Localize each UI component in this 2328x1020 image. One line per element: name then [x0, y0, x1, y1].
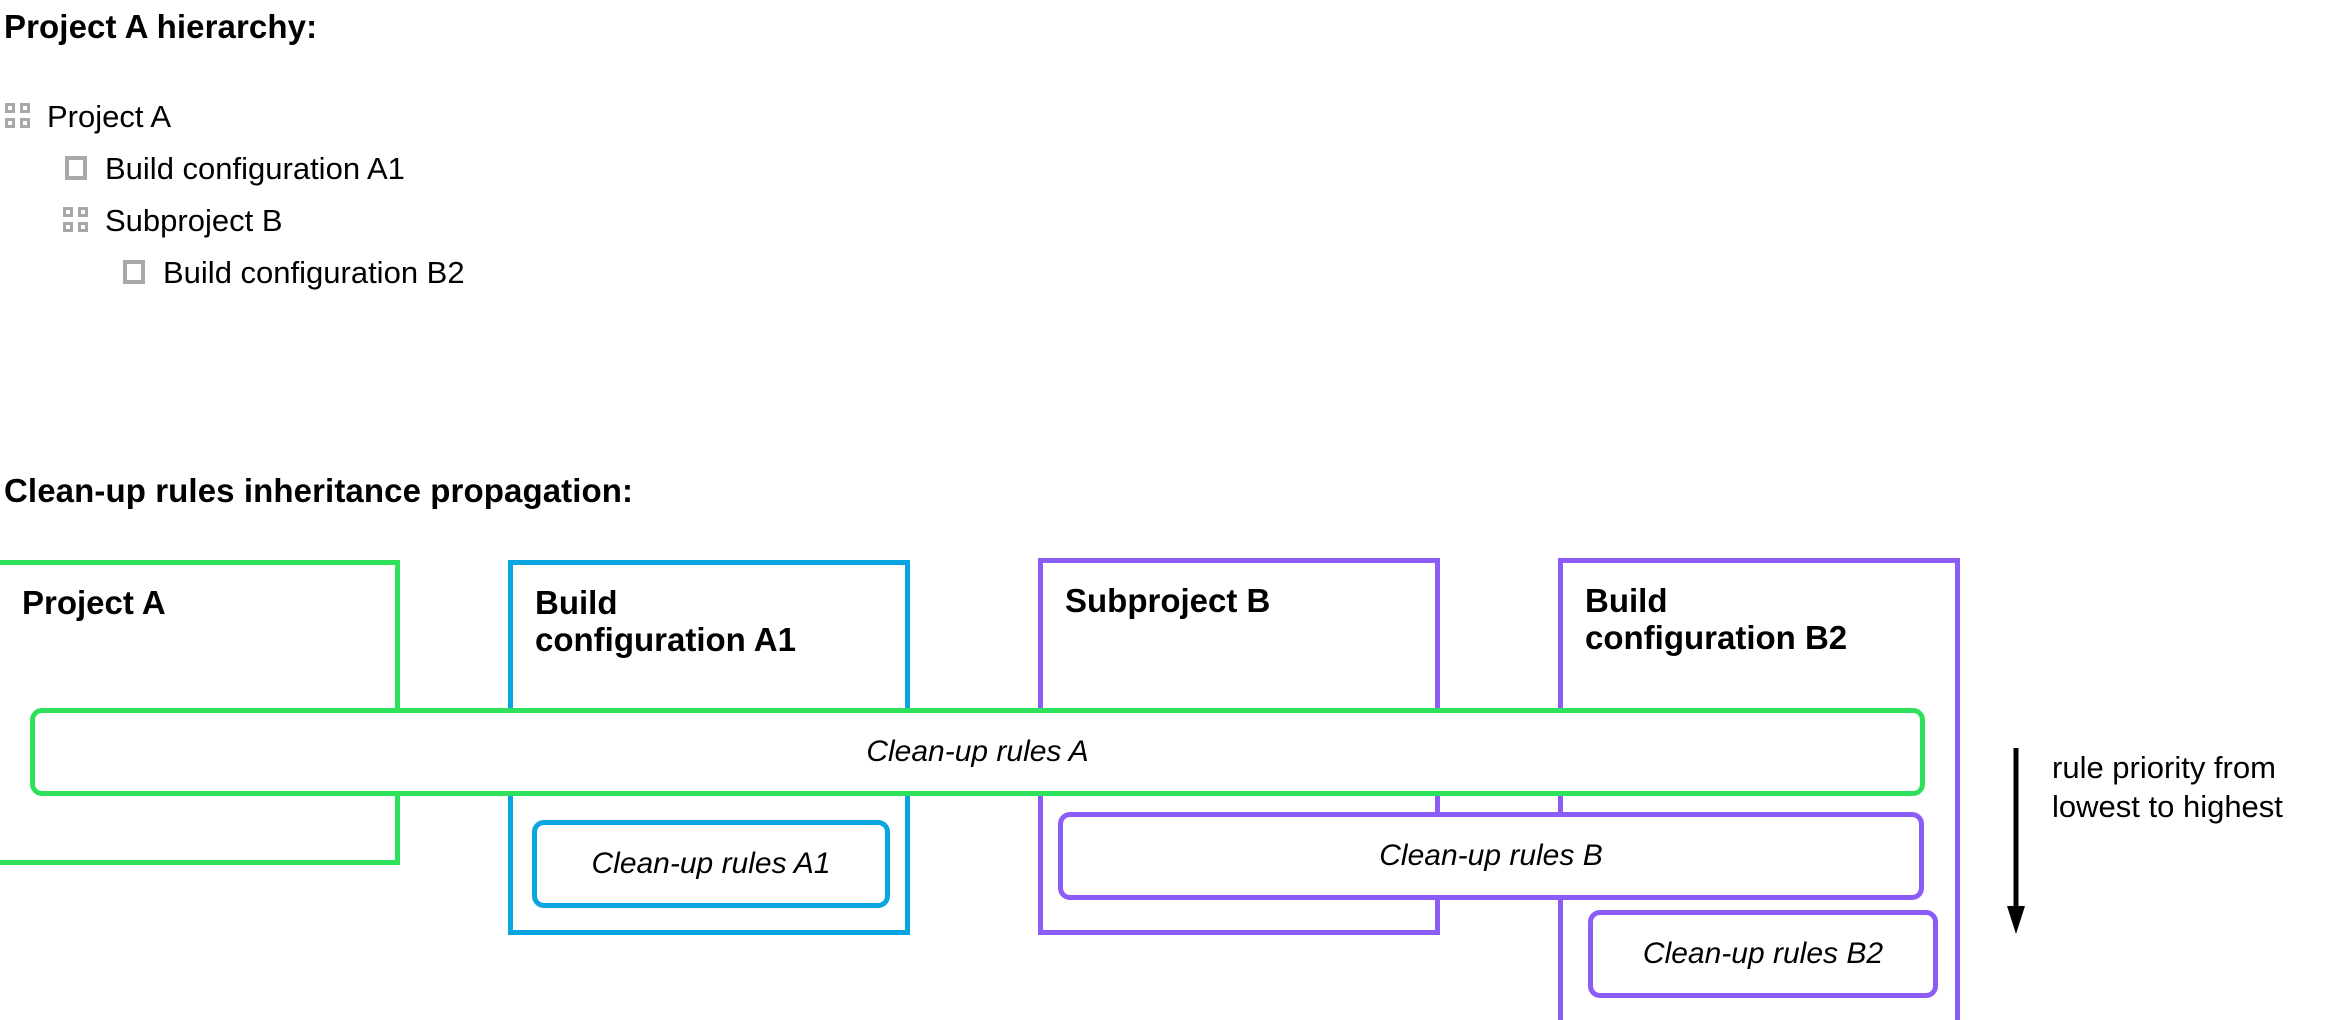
rule-label: Clean-up rules A: [866, 735, 1089, 768]
tree-item-build-configuration-b2[interactable]: Build configuration B2: [0, 246, 900, 298]
tree-item-subproject-b[interactable]: Subproject B: [0, 194, 900, 246]
propagation-heading: Clean-up rules inheritance propagation:: [4, 472, 634, 509]
rule-label: Clean-up rules A1: [591, 847, 831, 880]
column-title: Build configuration A1: [535, 584, 796, 658]
rule-label: Clean-up rules B2: [1642, 937, 1884, 970]
rule-label: Clean-up rules B: [1379, 839, 1603, 872]
rule-bar-clean-up-rules-b[interactable]: Clean-up rules B: [1058, 812, 1924, 900]
hierarchy-heading: Project A hierarchy:: [4, 8, 318, 45]
project-hierarchy-tree: Project A Build configuration A1 Subproj…: [0, 90, 900, 298]
rule-bar-clean-up-rules-a1[interactable]: Clean-up rules A1: [532, 820, 890, 908]
column-title: Build configuration B2: [1585, 582, 1848, 656]
rule-bar-clean-up-rules-a[interactable]: Clean-up rules A: [30, 708, 1925, 796]
rule-bar-clean-up-rules-b2[interactable]: Clean-up rules B2: [1588, 910, 1938, 998]
tree-item-project-a[interactable]: Project A: [0, 90, 900, 142]
project-icon: [4, 101, 34, 131]
tree-item-label: Project A: [47, 98, 172, 134]
diagram-column-project-a: Project A: [0, 560, 400, 865]
project-icon: [62, 205, 92, 235]
tree-item-label: Build configuration B2: [163, 254, 465, 290]
column-title: Project A: [22, 584, 166, 621]
build-config-icon: [62, 153, 92, 183]
rule-priority-arrow-icon: [2007, 748, 2025, 934]
tree-item-label: Build configuration A1: [105, 150, 405, 186]
rule-priority-label: rule priority from lowest to highest: [2052, 750, 2283, 825]
column-title: Subproject B: [1065, 582, 1271, 619]
build-config-icon: [120, 257, 150, 287]
tree-item-build-configuration-a1[interactable]: Build configuration A1: [0, 142, 900, 194]
tree-item-label: Subproject B: [105, 202, 283, 238]
